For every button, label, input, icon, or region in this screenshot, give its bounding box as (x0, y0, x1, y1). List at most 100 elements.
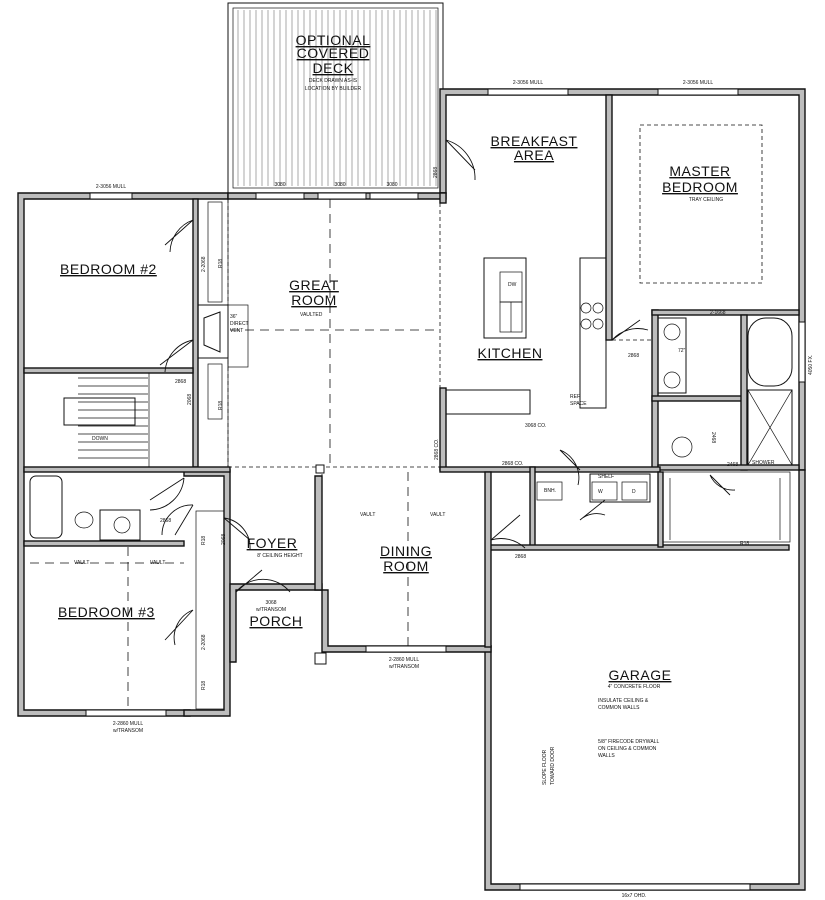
window-master-right-label: 4050 FX. (808, 355, 814, 375)
deck-door-2: 3080 (334, 182, 345, 188)
room-labels: OPTIONAL COVERED DECK DECK DRAWN AS-IS L… (58, 32, 738, 785)
interior-walls (23, 94, 800, 710)
vault-label-1: VAULT (360, 512, 375, 518)
door-bed2-closet: 2-2068 (201, 256, 207, 272)
door-shower: 2468 (727, 462, 738, 468)
fireplace (197, 304, 229, 359)
great-room-label-1: GREAT (289, 277, 339, 293)
door-cased-kitchen: 3068 CO. (525, 423, 546, 429)
door-deck-side: 2868 (433, 167, 439, 178)
bed3-window-1: 2-2860 MULL (113, 721, 144, 727)
r18-2: R18 (218, 401, 224, 410)
dw-label: DW (508, 282, 517, 288)
fireplace-3: VENT (230, 328, 243, 334)
window-kitchen-label: 2-3056 MULL (513, 80, 544, 86)
door-bed3-closet: 2-2068 (201, 634, 207, 650)
deck-note-1: DECK DRAWN AS-IS (309, 78, 358, 84)
door-master-closet: 2-1668 (710, 310, 726, 316)
front-door-2: w/TRANSOM (256, 607, 286, 613)
door-master: 2868 (628, 353, 639, 359)
ref-label-1: REF. (570, 394, 581, 400)
deck-label-1: OPTIONAL (296, 32, 371, 48)
shelf-label: SHELF (598, 474, 614, 480)
ref-label-2: SPACE (570, 401, 587, 407)
r18-5: R18 (740, 541, 749, 547)
deck-slats (237, 10, 437, 186)
door-swings (149, 139, 736, 646)
deck-label-3: DECK (313, 60, 354, 76)
deck-door-3: 3080 (386, 182, 397, 188)
master-note: TRAY CEILING (689, 197, 723, 203)
bedroom3-label: BEDROOM #3 (58, 604, 155, 620)
door-laundry: 2868 (515, 554, 526, 560)
master-label-1: MASTER (669, 163, 730, 179)
vault-label-2: VAULT (430, 512, 445, 518)
garage-note-2a: INSULATE CEILING & (598, 698, 649, 704)
garage-note-3a: 5/8" FIRECODE DRYWALL (598, 739, 659, 745)
deck-door-1: 3080 (274, 182, 285, 188)
garage-slope-1: SLOPE FLOOR (542, 749, 548, 785)
garage-label: GARAGE (609, 667, 672, 683)
window-master-label: 2-3056 MULL (683, 80, 714, 86)
breakfast-label-1: BREAKFAST (491, 133, 578, 149)
vault-label-3: VAULT (74, 560, 89, 566)
garage-slope-2: TOWARD DOOR (550, 746, 556, 785)
master-tub (747, 317, 793, 387)
exterior-walls (17, 2, 806, 891)
kitchen-island (483, 257, 527, 339)
window-kitchen (487, 88, 569, 96)
window-bed2 (89, 192, 133, 200)
r18-3: R18 (201, 536, 207, 545)
fixtures (29, 124, 793, 665)
garage-door (519, 883, 751, 891)
deck-note-2: LOCATION BY BUILDER (305, 86, 362, 92)
shower-label: SHOWER (752, 460, 775, 466)
lav72-label: 72" (678, 348, 686, 354)
porch-label: PORCH (249, 613, 302, 629)
fireplace-2: DIRECT (230, 321, 249, 327)
garage-note-3b: ON CEILING & COMMON (598, 746, 657, 752)
bedroom2-label: BEDROOM #2 (60, 261, 157, 277)
garage-note-1: 4" CONCRETE FLOOR (608, 684, 661, 690)
window-bed2-label: 2-3056 MULL (96, 184, 127, 190)
stairs (78, 377, 148, 459)
dining-label-1: DINING (380, 543, 432, 559)
window-dining (365, 645, 447, 653)
bench-label: BNH. (544, 488, 556, 494)
vault-label-4: VAULT (150, 560, 165, 566)
washer-label: W (598, 489, 603, 495)
dining-window-1: 2-2860 MULL (389, 657, 420, 663)
great-room-label-2: ROOM (291, 292, 337, 308)
down-label: DOWN (92, 436, 108, 442)
kitchen-label: KITCHEN (478, 345, 543, 361)
door-bi-pass: 2868 CO. (502, 461, 523, 467)
foyer-label: FOYER (247, 535, 298, 551)
foyer-note: 8' CEILING HEIGHT (257, 553, 302, 559)
r18-1: R18 (218, 259, 224, 268)
breakfast-label-2: AREA (514, 147, 554, 163)
windows (85, 88, 806, 891)
deck-label-2: COVERED (297, 45, 370, 61)
door-bed2: 2868 (175, 379, 186, 385)
door-foyer-closet: 2068 (221, 534, 227, 545)
window-master (657, 88, 739, 96)
garage-note-3c: WALLS (598, 753, 615, 759)
dining-label-2: ROOM (383, 558, 429, 574)
garage-note-2b: COMMON WALLS (598, 705, 640, 711)
master-shower (747, 389, 793, 466)
door-bath-hall: 2868 (160, 518, 171, 524)
door-cased-gr: 2868 CO. (434, 439, 440, 460)
window-master-right (798, 321, 806, 383)
garage-door-label: 16x7 OHD. (622, 893, 647, 899)
front-door-1: 3068 (265, 600, 276, 606)
door-linen: 2068 (187, 394, 193, 405)
master-label-2: BEDROOM (662, 179, 738, 195)
great-room-note: VAULTED (300, 312, 323, 318)
dryer-label: D (632, 489, 636, 495)
fireplace-1: 36" (230, 314, 238, 320)
bathtub (29, 475, 63, 539)
door-wc: 2468 (710, 432, 716, 443)
r18-4: R18 (201, 681, 207, 690)
annotation-labels: 2-3056 MULL 2-3056 MULL 2-3056 MULL 4050… (74, 80, 814, 899)
